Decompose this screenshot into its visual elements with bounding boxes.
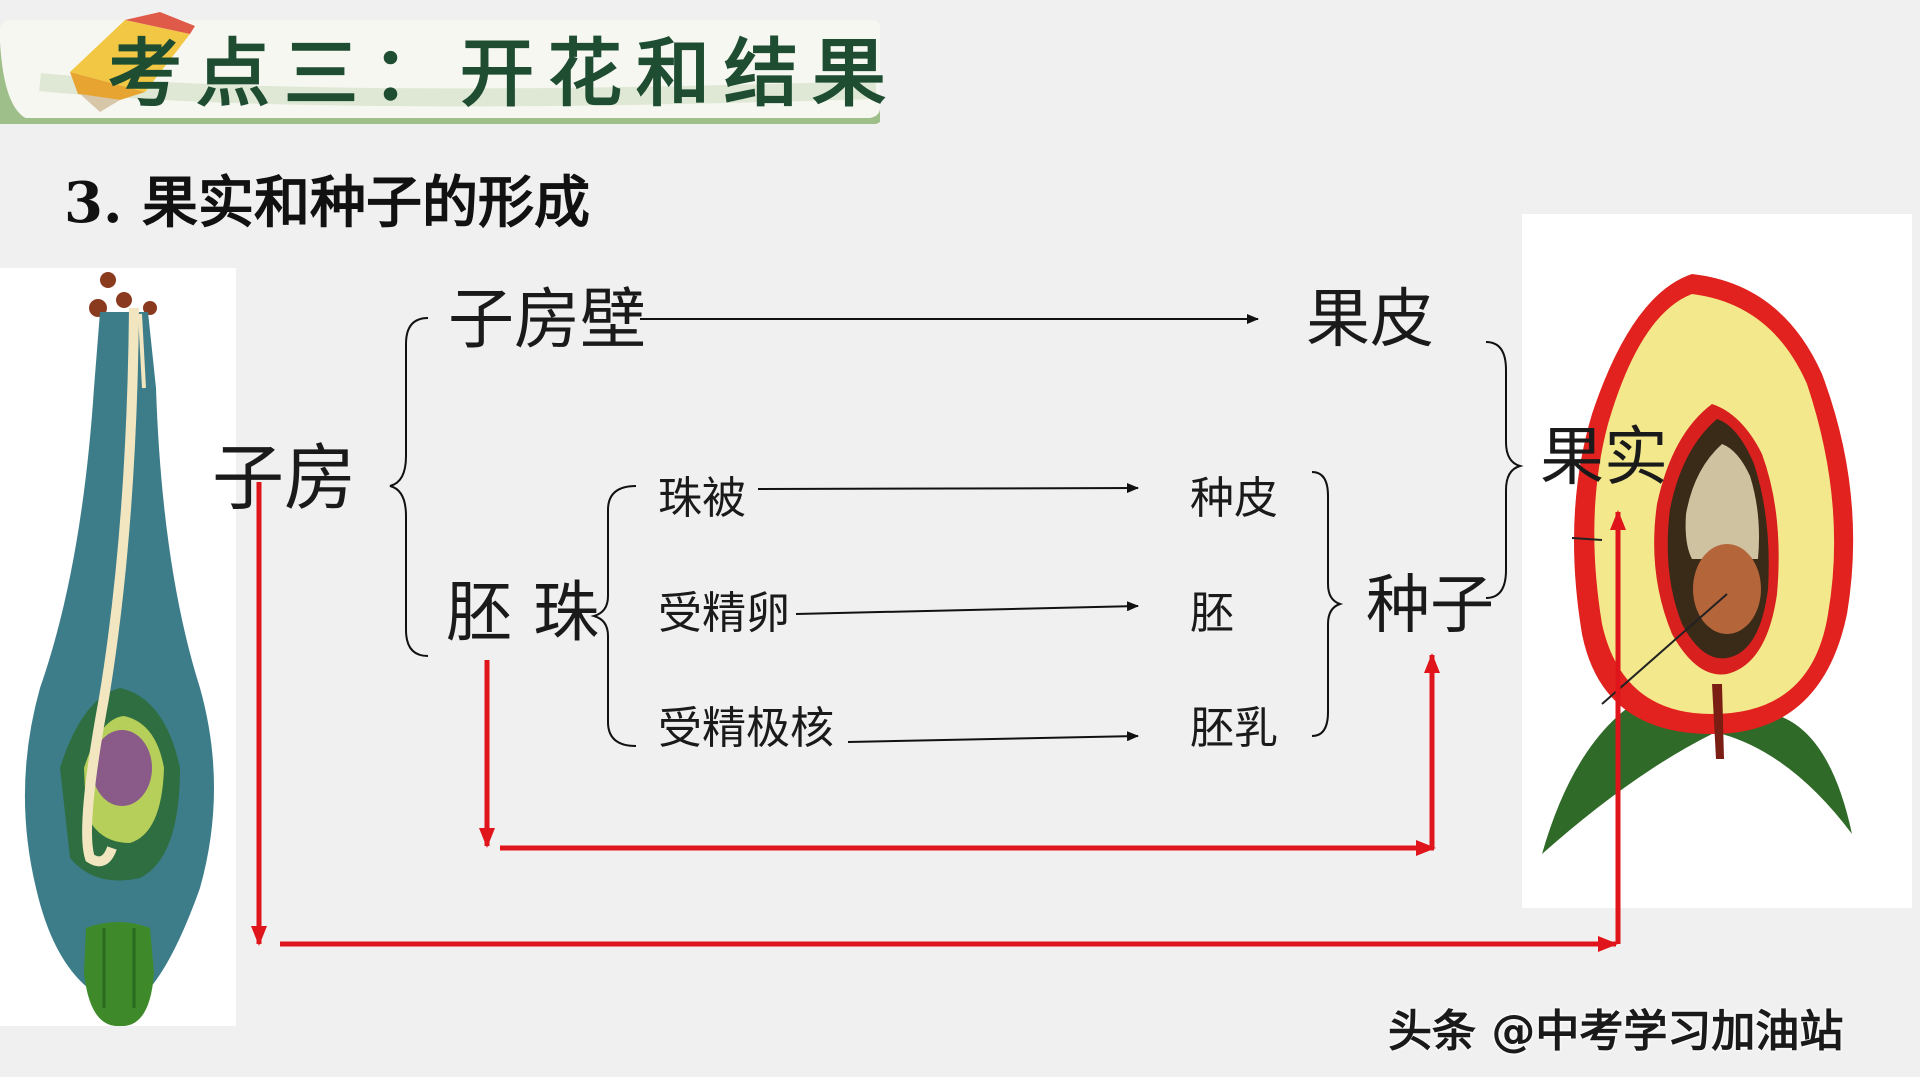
brace-fruit	[1485, 341, 1524, 599]
label-embryo: 胚	[1190, 588, 1234, 639]
arrow-integument-to-seed-coat	[757, 483, 1139, 494]
label-pericarp: 果皮	[1306, 283, 1434, 357]
label-ovary-wall: 子房壁	[448, 281, 646, 358]
label-endosperm: 胚乳	[1190, 703, 1278, 754]
label-fertilized-polar-nuclei: 受精极核	[658, 703, 834, 754]
banner-background	[0, 12, 880, 128]
arrow-fertilized-egg-to-embryo	[795, 601, 1139, 615]
label-seed: 种子	[1366, 569, 1494, 643]
title-banner: 考点三：开花和结果	[0, 12, 886, 128]
section-heading: 3. 果实和种子的形成	[64, 170, 590, 236]
pencil-icon	[70, 12, 195, 112]
pistil-illustration	[0, 268, 236, 1026]
label-ovary: 子房	[212, 436, 357, 520]
brace-seed	[1311, 471, 1344, 737]
label-seed-coat: 种皮	[1190, 473, 1278, 524]
label-integument: 珠被	[658, 473, 746, 524]
label-fruit: 果实	[1540, 421, 1668, 495]
watermark: 头条 @中考学习加油站	[1388, 1006, 1844, 1057]
arrow-polar-nuclei-to-endosperm	[847, 731, 1139, 743]
label-ovule: 胚 珠	[446, 574, 599, 651]
peach-fruit-illustration	[1522, 214, 1912, 908]
brace-ovary	[389, 317, 429, 657]
banner-title: 考点三：开花和结果	[108, 31, 900, 117]
label-fertilized-egg: 受精卵	[658, 588, 790, 639]
brace-ovule	[590, 485, 637, 747]
